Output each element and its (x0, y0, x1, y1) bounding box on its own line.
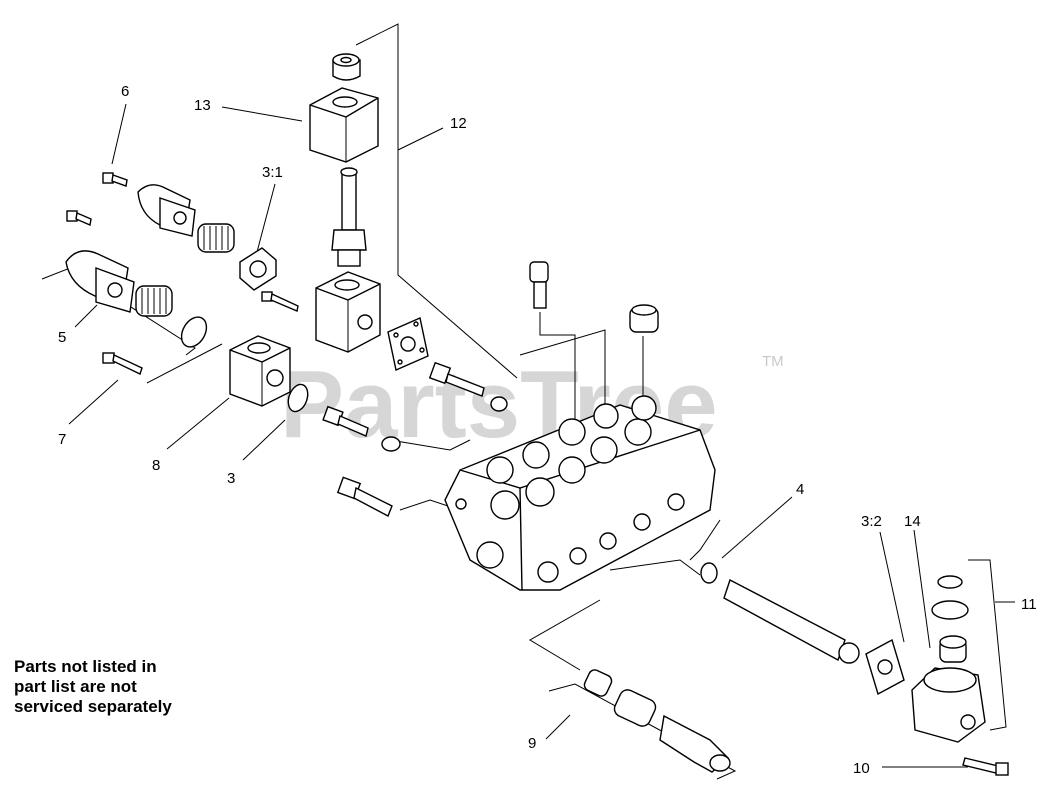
spool-part (723, 578, 860, 664)
end-cap-upper-part (137, 184, 196, 237)
o-ring-part (180, 316, 208, 348)
service-note-line-1: Parts not listed in (14, 657, 157, 676)
gasket-3-2-part (865, 638, 905, 696)
manifold-body-part (444, 395, 716, 591)
callout-3-1: 3:1 (262, 164, 283, 181)
callout-14: 14 (904, 513, 921, 530)
callout-13: 13 (194, 97, 211, 114)
fitting-mid-part (428, 361, 485, 397)
plug-top-part (529, 261, 549, 309)
callout-12: 12 (450, 115, 467, 132)
valve-body-part (315, 271, 381, 353)
callout-8: 8 (152, 457, 160, 474)
bolt-7-part (102, 352, 143, 375)
check-valve-9-part (583, 669, 731, 773)
gasket-part (387, 317, 429, 371)
bolt-6-part (102, 172, 128, 187)
coil-nut-part (332, 53, 361, 81)
service-note: Parts not listed in part list are not se… (14, 657, 172, 717)
o-ring-b-part (490, 396, 508, 412)
spring-lower-part (135, 285, 173, 317)
callout-10: 10 (853, 760, 870, 777)
leader-lines (41, 23, 1015, 780)
fitting-low-part (336, 476, 393, 517)
service-note-line-3: serviced separately (14, 697, 172, 716)
block-8-part (229, 335, 291, 407)
parts (65, 53, 1009, 776)
o-ring-4-part (700, 562, 718, 584)
end-cap-lower-part (65, 250, 135, 313)
housing-14-part (911, 635, 986, 743)
bolt-part (261, 291, 299, 312)
solenoid-stem-part (331, 167, 367, 267)
callout-3-2: 3:2 (861, 513, 882, 530)
bolt-6b-part (66, 210, 92, 226)
callout-labels: 13 6 12 3:1 5 7 8 3 4 3:2 14 11 9 10 (58, 83, 1037, 777)
callout-3: 3 (227, 470, 235, 487)
callout-5: 5 (58, 329, 66, 346)
spring-upper-part (197, 223, 235, 253)
plug-cap-part (629, 304, 659, 333)
callout-7: 7 (58, 431, 66, 448)
o-ring-11b-part (931, 600, 969, 620)
service-note-line-2: part list are not (14, 677, 137, 696)
bolt-10-part (962, 757, 1009, 776)
callout-6: 6 (121, 83, 129, 100)
o-ring-small-part (381, 436, 401, 452)
o-ring-3-part (287, 383, 309, 413)
callout-11: 11 (1021, 596, 1037, 613)
watermark-trademark: TM (762, 353, 784, 370)
callout-4: 4 (796, 481, 804, 498)
o-ring-11a-part (937, 575, 963, 589)
solenoid-coil-part (309, 87, 379, 163)
fitting-left-part (322, 405, 369, 437)
callout-9: 9 (528, 735, 536, 752)
plate-3-1-part (239, 247, 277, 291)
